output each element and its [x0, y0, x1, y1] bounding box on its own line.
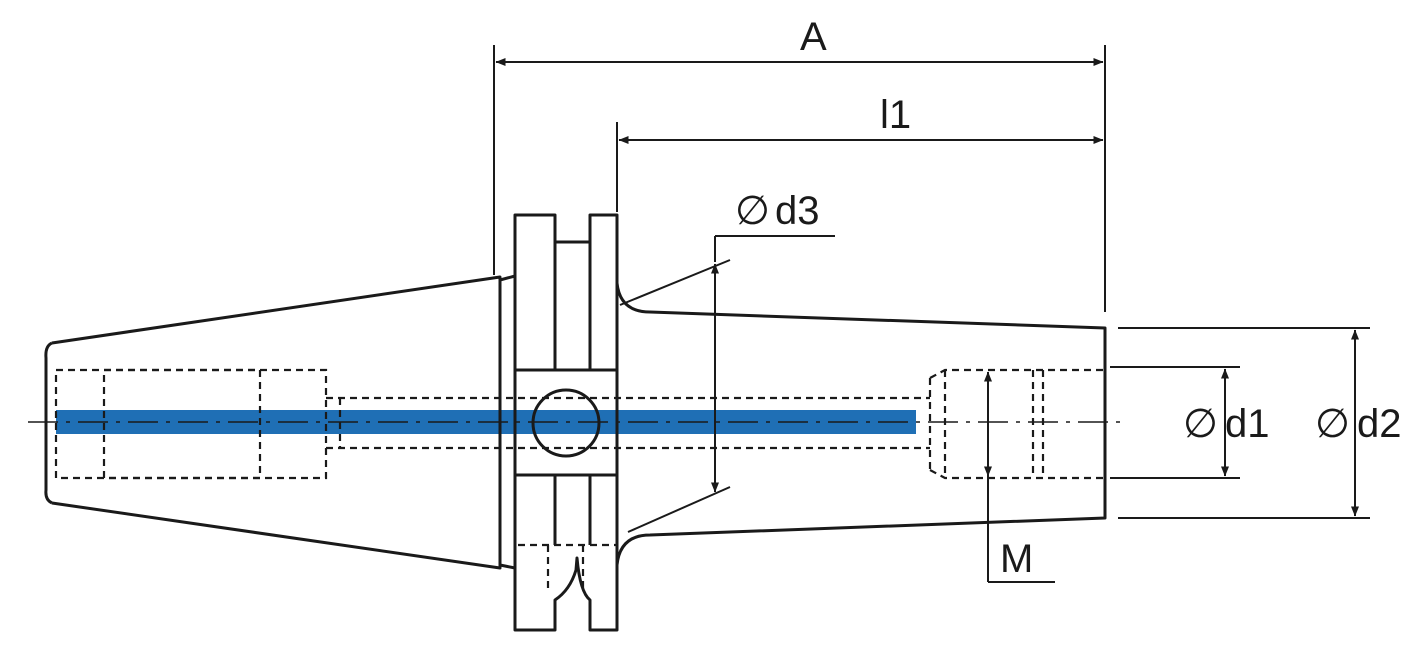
dimension-m: M	[984, 371, 1055, 583]
dimension-d2: ∅ d2	[1118, 327, 1402, 519]
dimension-a: A	[493, 15, 1106, 312]
diameter-symbol-d2: ∅	[1315, 402, 1350, 446]
flange	[499, 213, 619, 632]
diameter-symbol-d3: ∅	[735, 189, 770, 233]
label-d2: d2	[1357, 402, 1402, 446]
diameter-symbol-d1: ∅	[1183, 402, 1218, 446]
label-a: A	[800, 15, 827, 59]
body	[615, 282, 1107, 566]
label-l1: l1	[880, 93, 911, 137]
dimension-d3: ∅ d3	[619, 189, 835, 533]
dimension-d1: ∅ d1	[1110, 366, 1270, 479]
label-d1: d1	[1225, 402, 1270, 446]
hidden-features	[54, 278, 1105, 590]
label-m: M	[1000, 537, 1033, 581]
label-d3: d3	[775, 189, 820, 233]
dimension-l1: l1	[616, 93, 1104, 212]
